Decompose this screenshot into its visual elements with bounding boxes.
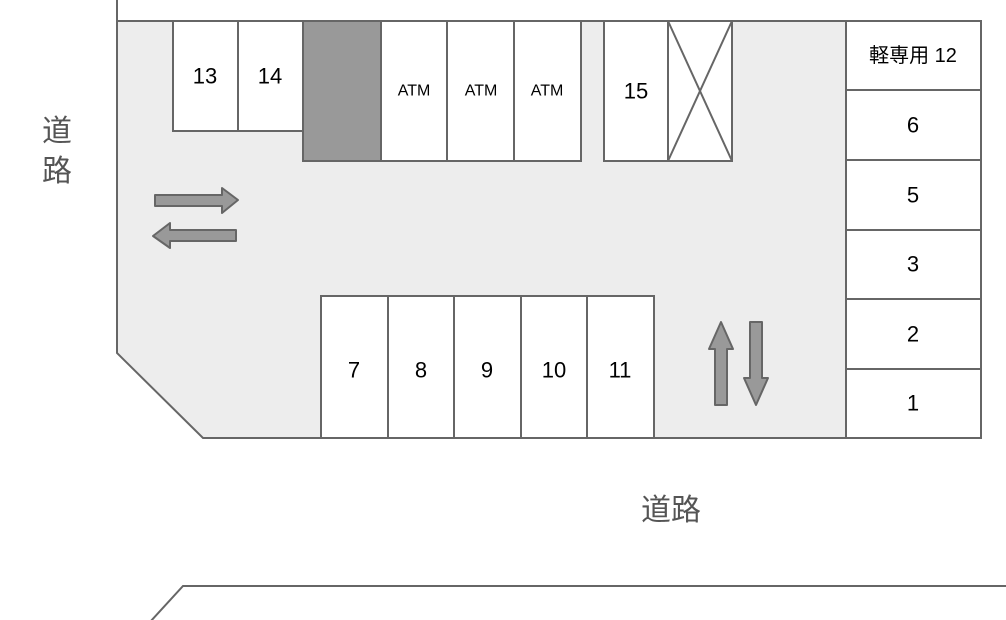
space-13 <box>172 20 239 132</box>
road-label-left: 道路 <box>42 115 72 188</box>
atm-2-label: ATM <box>465 83 498 100</box>
space-14-label: 14 <box>258 64 282 89</box>
space-1 <box>845 368 982 439</box>
atm-booth-1 <box>380 20 448 162</box>
atm-booth-3 <box>513 20 582 162</box>
space-11 <box>586 295 655 439</box>
atm-3-label: ATM <box>531 83 564 100</box>
space-6-label: 6 <box>907 113 919 138</box>
atm-1-label: ATM <box>398 83 431 100</box>
left-arrow-icon <box>152 222 237 249</box>
right-arrow-icon <box>154 187 239 214</box>
space-3-label: 3 <box>907 252 919 277</box>
space-3 <box>845 229 982 300</box>
space-10-label: 10 <box>542 358 566 383</box>
space-kei-12-label: 軽専用 12 <box>869 44 957 67</box>
space-7 <box>320 295 389 439</box>
space-5 <box>845 159 982 231</box>
space-6 <box>845 89 982 161</box>
space-10 <box>520 295 588 439</box>
down-arrow-icon <box>743 321 769 406</box>
space-2 <box>845 298 982 370</box>
space-15-label: 15 <box>624 79 648 104</box>
space-7-label: 7 <box>348 358 360 383</box>
space-8-label: 8 <box>415 358 427 383</box>
space-9 <box>453 295 522 439</box>
space-1-label: 1 <box>907 391 919 416</box>
space-13-label: 13 <box>193 64 217 89</box>
space-2-label: 2 <box>907 322 919 347</box>
space-8 <box>387 295 455 439</box>
space-kei-12 <box>845 20 982 91</box>
crossed-block-diagonal-2 <box>667 20 733 162</box>
space-9-label: 9 <box>481 358 493 383</box>
road-label-bottom: 道路 <box>641 494 701 527</box>
space-5-label: 5 <box>907 183 919 208</box>
up-arrow-icon <box>708 321 734 406</box>
bottom-road-edge-line <box>150 585 1006 620</box>
space-14 <box>237 20 304 132</box>
space-11-label: 11 <box>609 358 632 383</box>
occupied-block <box>302 20 382 162</box>
